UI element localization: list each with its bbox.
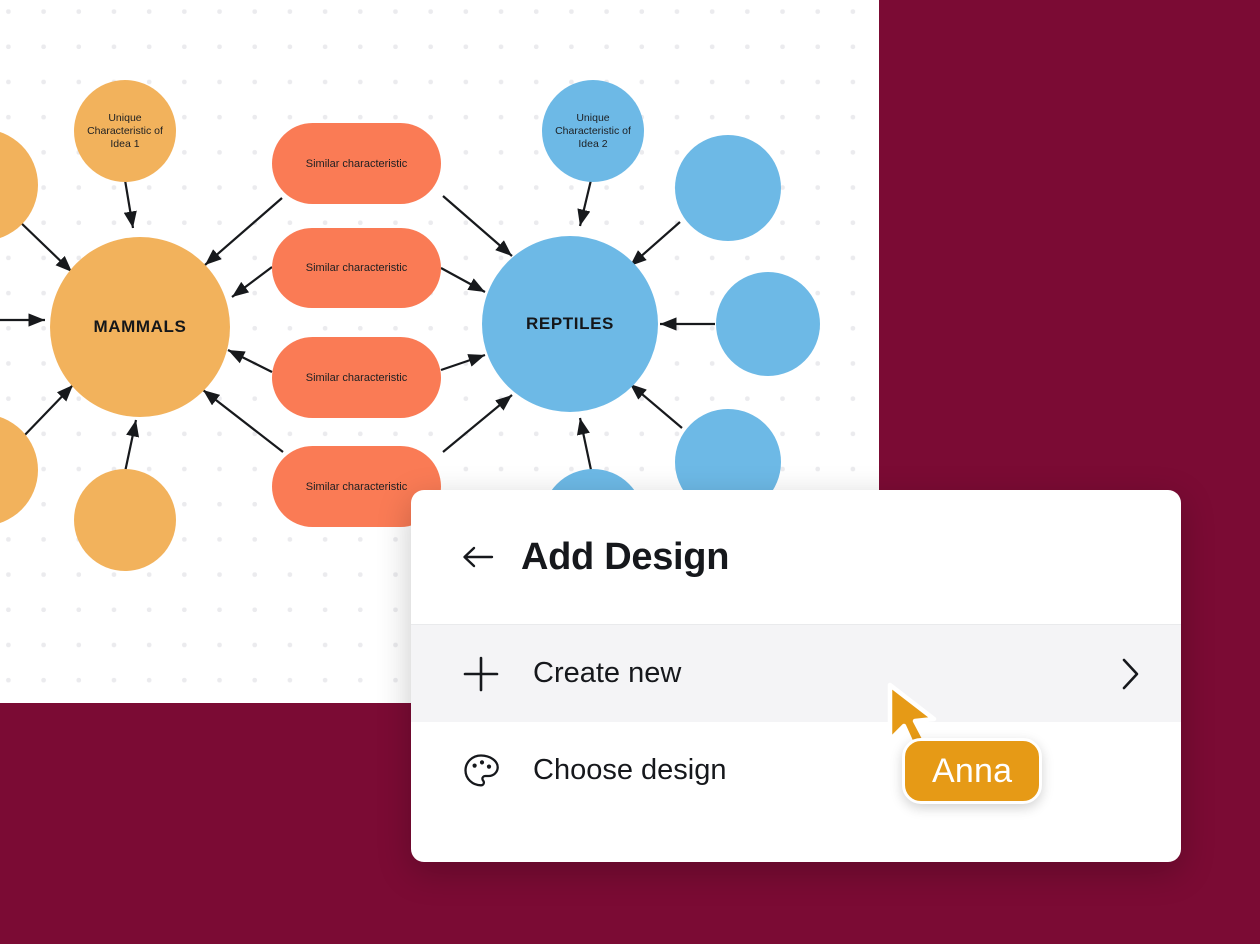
- panel-header: Add Design: [411, 490, 1181, 625]
- panel-title: Add Design: [521, 535, 730, 578]
- add-design-panel: Add Design Create new Ch: [411, 490, 1181, 862]
- palette-icon: [461, 751, 501, 791]
- menu-item-create-new-label: Create new: [533, 657, 682, 689]
- plus-icon: [461, 654, 501, 694]
- menu-item-choose-design[interactable]: Choose design: [411, 722, 1181, 819]
- arrow-left-icon[interactable]: [461, 545, 495, 569]
- presence-badge: Anna: [902, 738, 1043, 804]
- mindmap-connectors: [0, 179, 715, 473]
- presence-name: Anna: [932, 751, 1013, 790]
- menu-item-choose-design-label: Choose design: [533, 754, 727, 786]
- chevron-right-icon[interactable]: [1119, 657, 1141, 691]
- menu-item-create-new[interactable]: Create new: [411, 625, 1181, 722]
